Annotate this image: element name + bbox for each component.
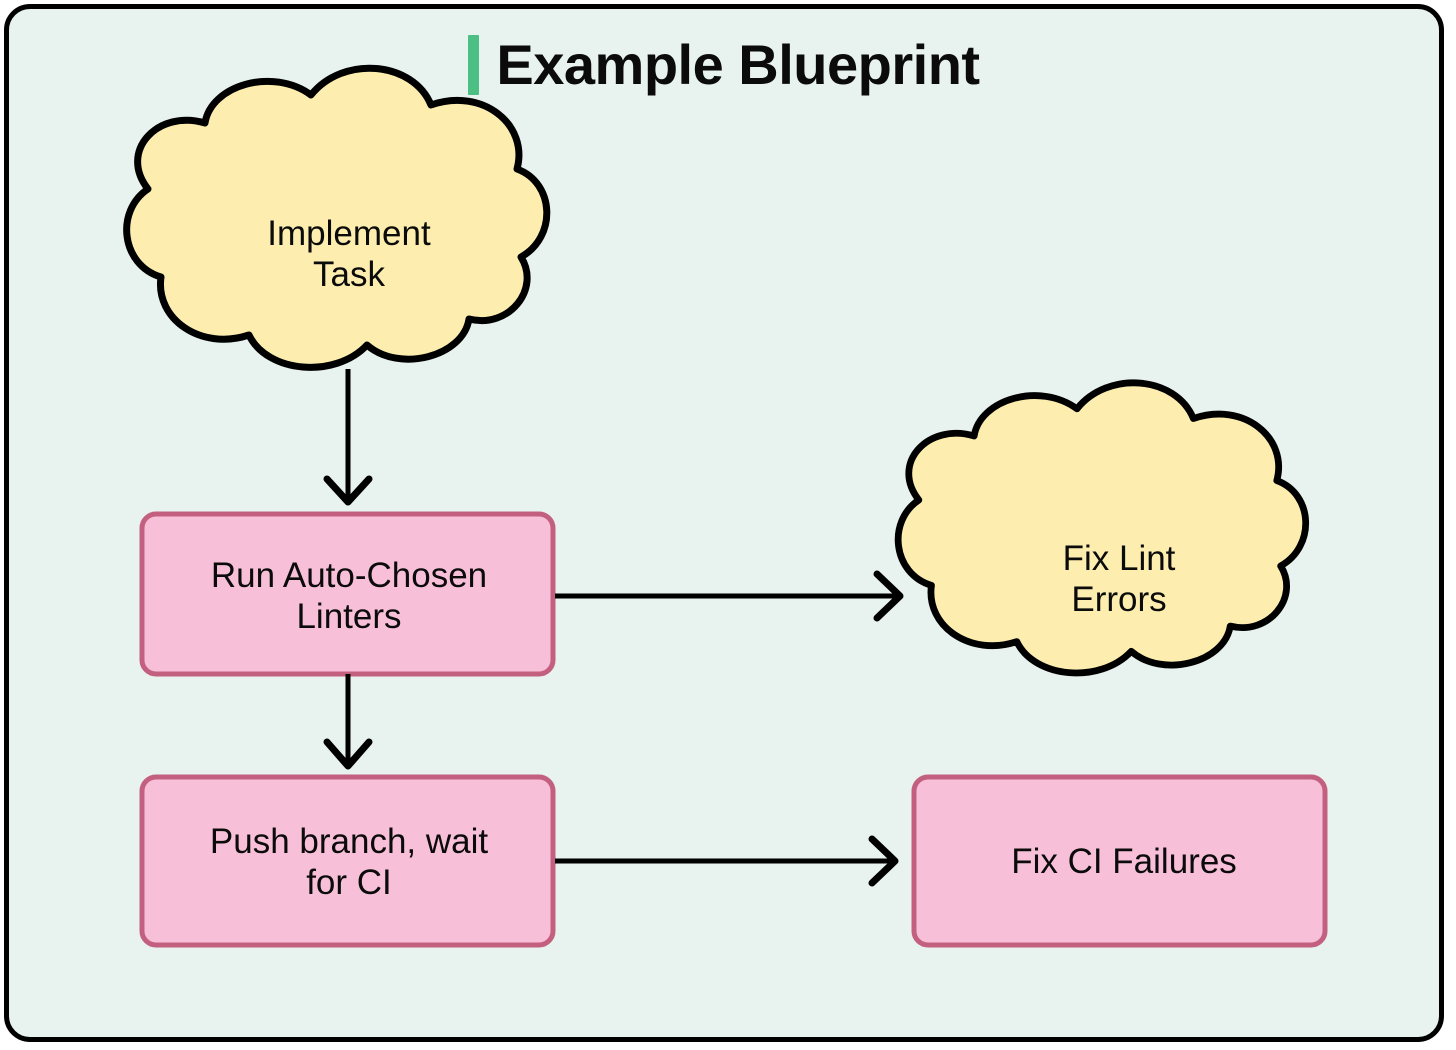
blueprint-canvas: Example Blueprint [4,4,1444,1042]
edge-linters-to-push [323,674,373,770]
node-fix-lint-errors[interactable] [894,379,1310,677]
node-implement-task[interactable] [123,64,551,371]
cloud-shape-fix-lint-errors [894,379,1310,677]
edge-implement-to-linters [323,369,373,506]
page-title: Example Blueprint [496,33,980,96]
node-run-linters[interactable] [139,511,556,677]
title-accent-bar [468,35,480,95]
arrowhead-icon [873,570,904,622]
box-shape-push-branch [139,774,556,948]
box-shape-fix-ci-failures [911,774,1328,948]
flowchart-diagram [123,64,1328,948]
box-shape-run-linters [139,511,556,677]
page-title-row: Example Blueprint [9,35,1439,95]
edge-push-to-fixci [555,835,899,887]
node-push-branch[interactable] [139,774,556,948]
edge-linters-to-fixlint [555,570,904,622]
arrowhead-icon [323,738,373,770]
cloud-shape-implement-task [123,64,551,371]
arrowhead-icon [323,475,373,506]
node-fix-ci-failures[interactable] [911,774,1328,948]
arrowhead-icon [868,835,899,887]
